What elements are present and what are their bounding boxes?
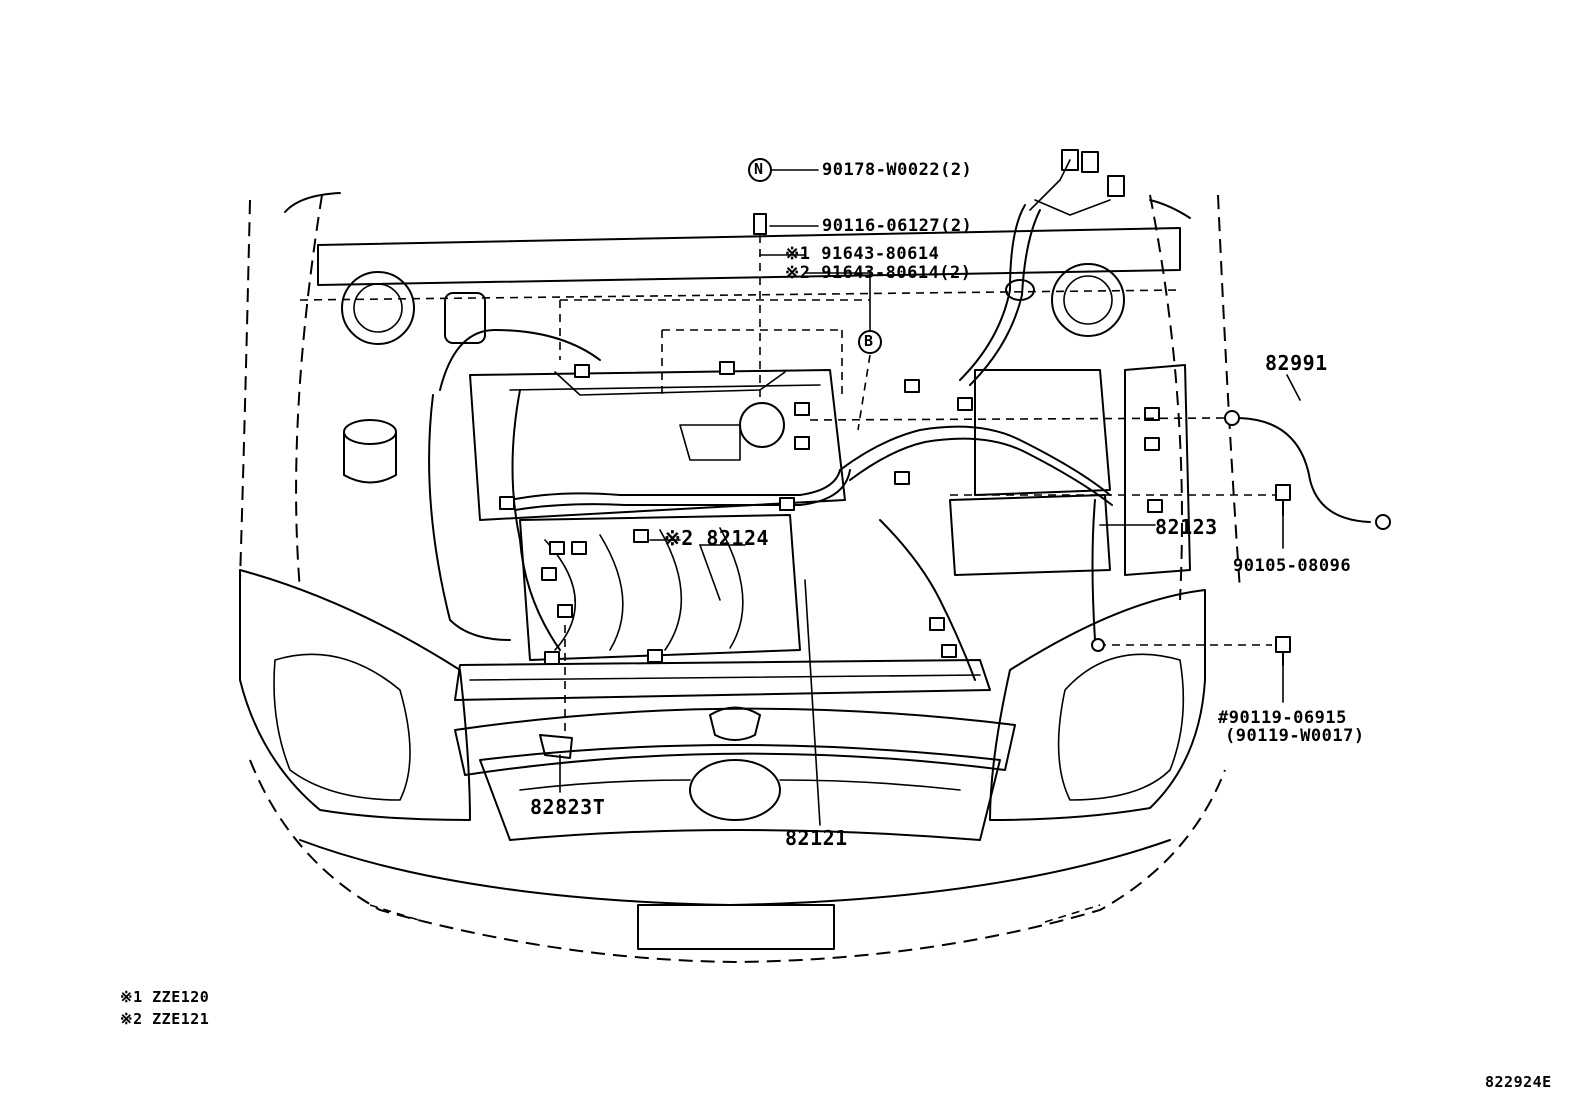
legend-note-1: ※1 ZZE120 xyxy=(120,988,210,1006)
air-filter-box xyxy=(974,369,1111,496)
battery xyxy=(949,494,1111,576)
part-label-90178[interactable]: 90178-W0022(2) xyxy=(822,160,973,180)
hood-outline-left xyxy=(239,199,251,581)
leader-lines xyxy=(559,169,1391,826)
grille xyxy=(479,744,1001,841)
harness-right-firewall xyxy=(959,204,1026,381)
headlight-right xyxy=(989,589,1206,821)
radiator-support xyxy=(454,659,991,701)
cowl-panel xyxy=(317,227,1181,286)
emblem xyxy=(689,759,781,821)
harness-cross xyxy=(839,425,1111,496)
hood-latch xyxy=(709,706,761,741)
strut-tower-right xyxy=(1051,263,1125,337)
harness-main xyxy=(509,469,841,501)
part-label-82823t[interactable]: 82823T xyxy=(530,795,606,819)
intake-manifold xyxy=(519,514,801,661)
figure-id: 822924E xyxy=(1485,1073,1552,1091)
bumper-outline xyxy=(249,759,1226,964)
headlight-left xyxy=(239,569,471,821)
connectors xyxy=(499,361,1163,665)
part-label-82991[interactable]: 82991 xyxy=(1265,351,1328,375)
part-label-90105[interactable]: 90105-08096 xyxy=(1233,556,1352,576)
bumper xyxy=(299,839,1171,906)
nut-marker-letter: N xyxy=(754,160,764,178)
hood-outline-right xyxy=(1217,194,1241,591)
cylinder-head xyxy=(469,369,846,521)
horn xyxy=(539,734,573,759)
legend-note-2: ※2 ZZE121 xyxy=(120,1010,210,1028)
brake-reservoir xyxy=(444,292,486,344)
part-label-90116[interactable]: 90116-06127(2) xyxy=(822,216,973,236)
washer-reservoir xyxy=(343,431,397,484)
part-label-91643-1[interactable]: ※1 91643-80614 xyxy=(785,244,940,264)
nut-marker-bubble xyxy=(748,158,772,182)
grommet xyxy=(1005,279,1035,301)
bolt-marker xyxy=(753,213,767,235)
grille-top xyxy=(454,707,1016,776)
part-label-91643-2[interactable]: ※2 91643-80614(2) xyxy=(785,263,972,283)
ref-b-bubble xyxy=(858,330,882,354)
part-label-82123[interactable]: 82123 xyxy=(1155,515,1218,539)
part-label-82124[interactable]: ※2 82124 xyxy=(664,526,770,550)
strut-tower-left xyxy=(341,271,415,345)
oil-cap xyxy=(739,402,785,448)
relay-box xyxy=(1124,364,1191,576)
ref-b-letter: B xyxy=(864,332,874,350)
part-label-90119-w0017[interactable]: (90119-W0017) xyxy=(1225,726,1365,746)
part-label-82121[interactable]: 82121 xyxy=(785,826,848,850)
license-plate xyxy=(637,904,835,950)
harness-left-upper xyxy=(439,329,601,391)
part-label-90119-06915[interactable]: #90119-06915 xyxy=(1218,708,1347,728)
